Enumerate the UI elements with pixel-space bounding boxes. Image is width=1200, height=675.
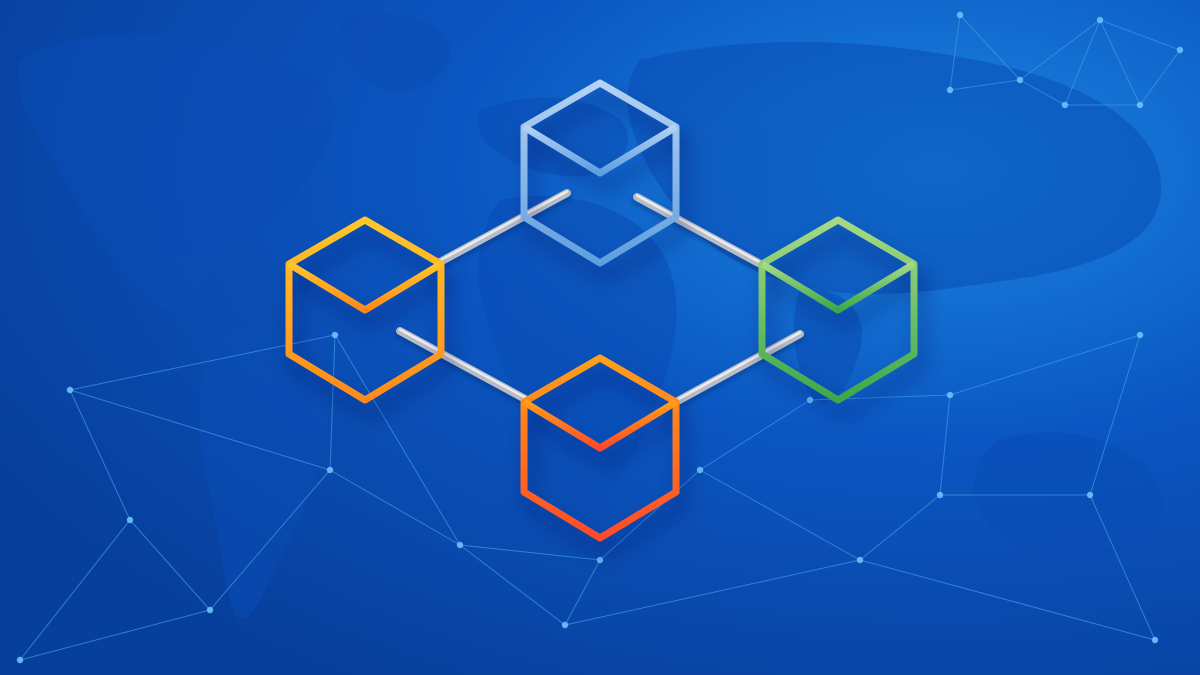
network-link (859, 559, 1156, 641)
network-link (459, 544, 601, 561)
network-node (596, 556, 604, 564)
network-node (1061, 101, 1069, 109)
network-node (331, 331, 339, 339)
block-bottom-icon (520, 354, 680, 542)
continent-australia (974, 432, 1163, 560)
network-node (936, 491, 944, 499)
block-left-icon (285, 216, 445, 404)
connector-bar (396, 327, 531, 404)
network-link (949, 334, 1141, 396)
connector-highlight (672, 331, 802, 403)
network-link (19, 519, 131, 661)
network-link (1099, 19, 1141, 106)
network-link (1019, 79, 1066, 106)
continent-europe (477, 97, 629, 177)
network-link (699, 399, 811, 471)
connector-bar (436, 189, 571, 266)
network-node (1096, 16, 1104, 24)
network-link (859, 494, 941, 561)
network-node (1176, 46, 1184, 54)
block-right-icon (758, 216, 918, 404)
network-node (856, 556, 864, 564)
network-link (949, 14, 961, 91)
connector-bar (633, 193, 768, 270)
network-node (696, 466, 704, 474)
network-link (129, 519, 211, 611)
network-node (946, 86, 954, 94)
network-node (126, 516, 134, 524)
continent-north-america (18, 34, 335, 309)
network-node (1016, 76, 1024, 84)
continent-greenland (338, 13, 451, 91)
continent-africa (478, 195, 677, 522)
network-link (939, 394, 951, 496)
network-link (1089, 494, 1156, 641)
continent-asia (627, 41, 1162, 295)
network-link (329, 469, 461, 546)
network-link (1064, 19, 1101, 106)
network-link (19, 609, 211, 661)
network-link (699, 469, 861, 561)
network-node (16, 656, 24, 664)
network-link (1089, 334, 1141, 496)
network-node (1136, 331, 1144, 339)
network-link (564, 559, 861, 626)
blockchain-icon (285, 79, 918, 542)
connector-highlight (398, 328, 529, 400)
world-map-icon (18, 13, 1163, 620)
network-node (561, 621, 569, 629)
network-node (946, 391, 954, 399)
network-mesh-icon (16, 11, 1184, 664)
network-node (66, 386, 74, 394)
network-link (329, 334, 336, 471)
network-node (456, 541, 464, 549)
network-link (1019, 19, 1101, 81)
network-link (959, 14, 1021, 81)
connector-highlight (438, 190, 569, 262)
network-node (206, 606, 214, 614)
connector-bar (670, 330, 804, 407)
network-link (599, 469, 701, 561)
network-node (806, 396, 814, 404)
network-node (1136, 101, 1144, 109)
network-node (956, 11, 964, 19)
network-node (1086, 491, 1094, 499)
network-node (1151, 636, 1159, 644)
continent-south-america (199, 328, 330, 620)
block-top-icon (520, 79, 680, 267)
continent-india (793, 289, 862, 403)
connector-highlight (635, 194, 766, 266)
network-link (209, 469, 331, 611)
network-link (334, 334, 461, 546)
network-link (69, 389, 131, 521)
network-link (459, 544, 566, 626)
network-link (564, 559, 601, 626)
network-link (69, 389, 331, 471)
network-link (1139, 49, 1181, 106)
network-node (326, 466, 334, 474)
network-link (949, 79, 1021, 91)
network-link (1099, 19, 1181, 51)
block-connectors (395, 189, 805, 411)
